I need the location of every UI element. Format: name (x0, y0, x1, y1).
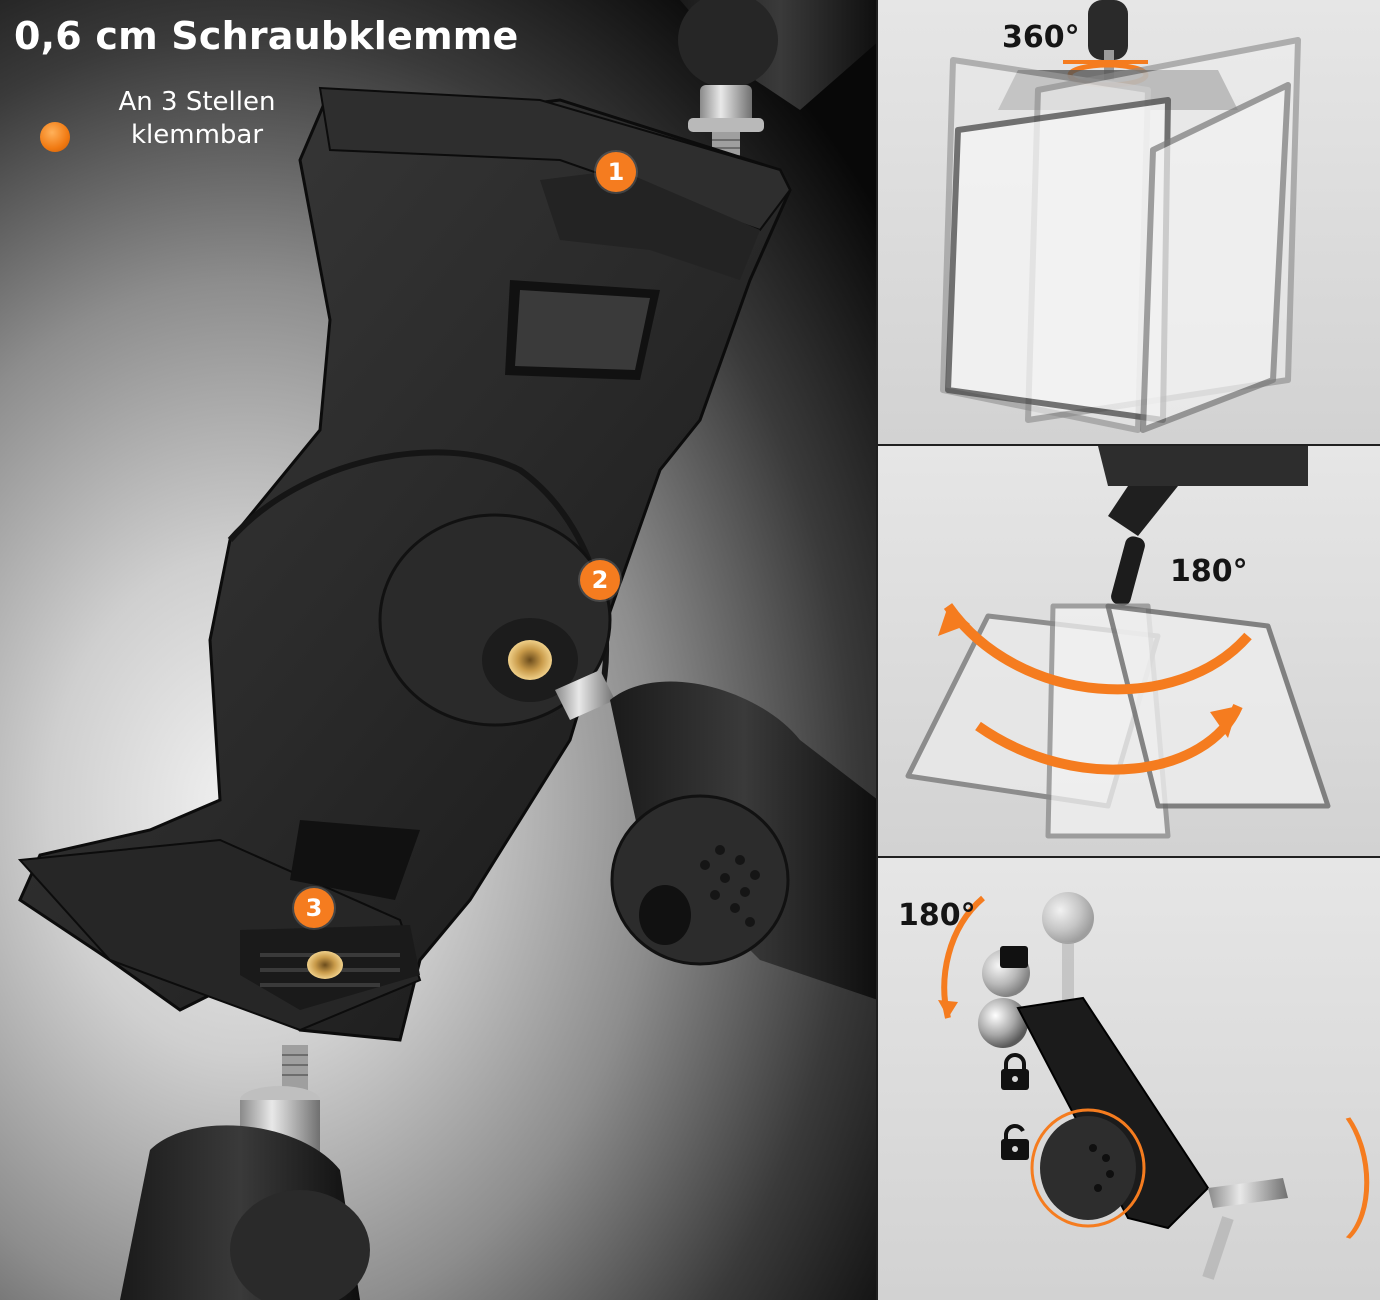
legend: An 3 Stellen klemmbar (38, 86, 278, 156)
vertical-divider (876, 0, 878, 1300)
horizontal-divider-1 (878, 444, 1380, 446)
tablet-tilt-illustration (905, 446, 1331, 839)
horizontal-divider-2 (878, 856, 1380, 858)
point-badge-2: 2 (580, 560, 620, 600)
tablet-rotation-illustration (940, 0, 1301, 433)
tablet-holder-illustration (17, 0, 878, 1300)
rotation-360-panel: 360° (878, 0, 1380, 444)
point-badge-3: 3 (294, 888, 334, 928)
orange-dot-icon (40, 122, 70, 152)
tilt-180-panel: 180° (878, 446, 1380, 856)
main-product-panel: 0,6 cm Schraubklemme An 3 Stellen klemmb… (0, 0, 878, 1300)
lock-closed-icon (1001, 1053, 1029, 1090)
arm-180-panel: 180° (878, 858, 1380, 1300)
legend-text: An 3 Stellen klemmbar (118, 87, 276, 150)
page-title: 0,6 cm Schraubklemme (14, 14, 519, 58)
lock-open-icon (1001, 1124, 1029, 1160)
arm-angle-label: 180° (898, 898, 976, 933)
tilt-angle-label: 180° (1170, 554, 1248, 589)
point-badge-1: 1 (596, 152, 636, 192)
arm-rotation-illustration (938, 892, 1370, 1280)
lock-closed-icon (1000, 946, 1028, 968)
rotation-angle-label: 360° (1002, 20, 1080, 55)
